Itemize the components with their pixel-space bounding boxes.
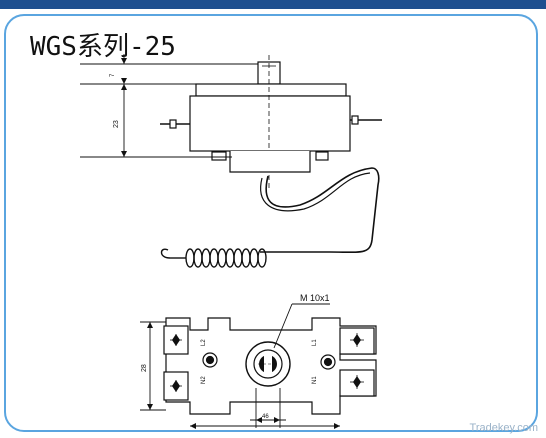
bottom-dimension-lines (140, 321, 340, 429)
terminal-label-n2: N2 (201, 376, 207, 384)
bottom-view (163, 303, 377, 415)
top-plate (195, 83, 347, 97)
thermostat-body (189, 95, 351, 152)
dim-bottom-height-label: 28 (141, 364, 148, 372)
dim-shaft-label: 46 (262, 414, 269, 420)
terminal-label-l1: L1 (312, 339, 318, 346)
diagram-title: WGS系列-25 (30, 32, 176, 62)
terminal-label-l2: L2 (201, 339, 207, 346)
top-header-strip (0, 0, 546, 11)
capillary-tube (260, 167, 380, 254)
dim-height-label: 23 (113, 120, 120, 128)
watermark: Tradekey.com (469, 422, 538, 434)
thread-label: M 10x1 (300, 293, 330, 303)
bulb-coil (160, 248, 267, 268)
side-dimension-lines (80, 54, 258, 158)
terminal-label-n1: N1 (312, 376, 318, 384)
dim-top-label: 7 (110, 73, 116, 77)
bulb-housing (229, 151, 311, 173)
